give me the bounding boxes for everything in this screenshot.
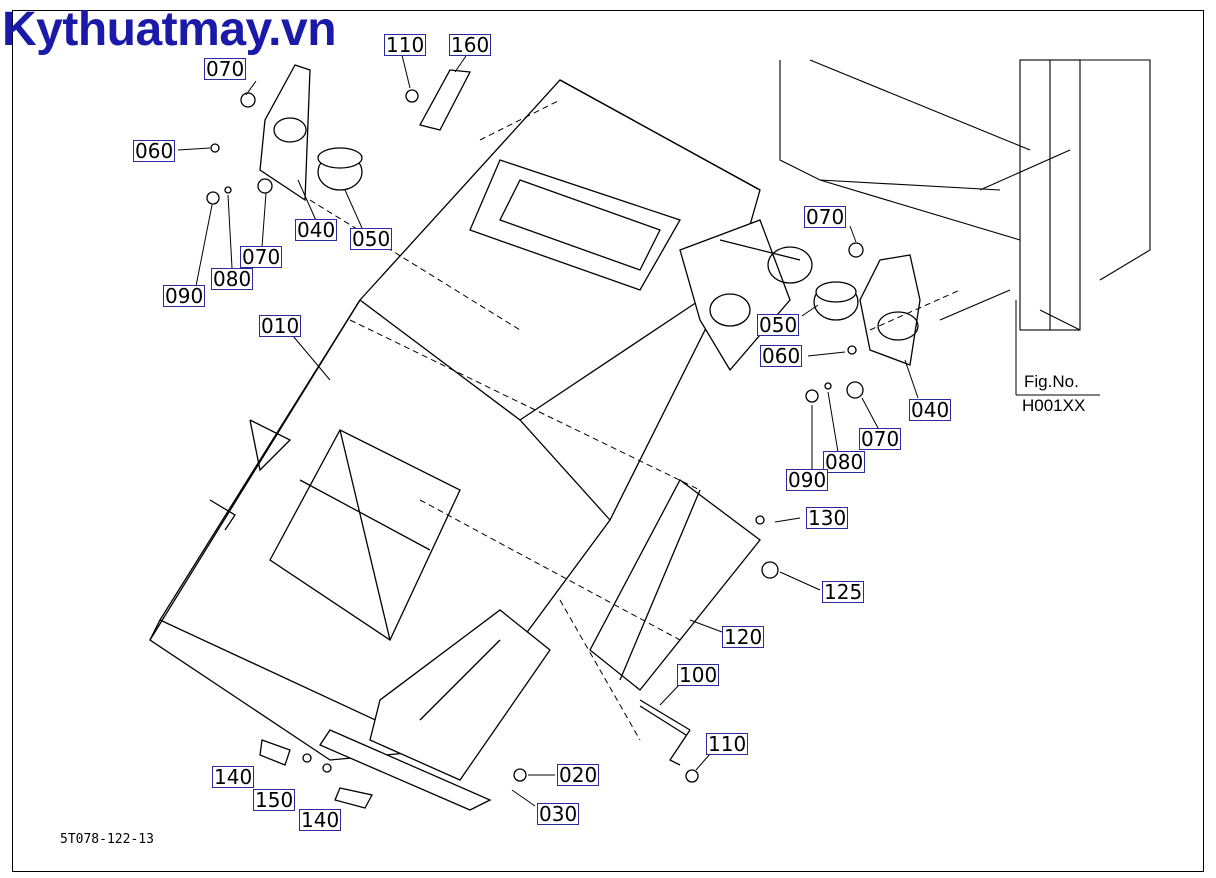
part-label-070[interactable]: 070	[804, 205, 847, 229]
part-label-040[interactable]: 040	[295, 218, 338, 242]
right-bracket-040	[813, 254, 921, 366]
part-label-130[interactable]: 130	[806, 506, 849, 530]
bottom-bracket	[319, 609, 551, 811]
leader-lines	[177, 54, 1100, 807]
part-label-110[interactable]: 110	[384, 33, 427, 57]
fasteners	[206, 92, 864, 783]
part-label-100[interactable]: 100	[677, 663, 720, 687]
background-machine	[779, 59, 1151, 331]
part-label-010[interactable]: 010	[259, 314, 302, 338]
part-label-160[interactable]: 160	[449, 33, 492, 57]
main-frame-010	[149, 79, 761, 761]
part-label-140[interactable]: 140	[212, 765, 255, 789]
fig-no-value: H001XX	[1022, 396, 1086, 415]
part-label-070[interactable]: 070	[240, 245, 283, 269]
part-label-125[interactable]: 125	[822, 580, 865, 604]
part-label-070[interactable]: 070	[859, 427, 902, 451]
part-label-110[interactable]: 110	[706, 732, 749, 756]
drawing-frame	[12, 10, 1204, 872]
clips-140	[259, 739, 373, 809]
rod-100	[639, 699, 691, 766]
part-label-120[interactable]: 120	[722, 625, 765, 649]
drawing-code: 5T078-122-13	[60, 832, 154, 847]
part-label-020[interactable]: 020	[557, 763, 600, 787]
part-label-050[interactable]: 050	[757, 313, 800, 337]
part-label-060[interactable]: 060	[760, 344, 803, 368]
part-label-060[interactable]: 060	[133, 139, 176, 163]
part-label-070[interactable]: 070	[204, 57, 247, 81]
part-label-090[interactable]: 090	[163, 284, 206, 308]
watermark: Kythuatmay.vn	[2, 3, 337, 56]
part-label-140[interactable]: 140	[299, 808, 342, 832]
part-label-050[interactable]: 050	[350, 227, 393, 251]
left-bracket-040	[259, 64, 363, 202]
part-label-090[interactable]: 090	[786, 468, 829, 492]
part-label-080[interactable]: 080	[211, 267, 254, 291]
dashed-alignment-lines	[309, 99, 961, 741]
shim-160	[405, 69, 472, 131]
right-housing	[679, 219, 813, 372]
part-label-040[interactable]: 040	[909, 398, 952, 422]
fig-no-label: Fig.No.	[1024, 372, 1079, 391]
part-label-030[interactable]: 030	[537, 802, 580, 826]
part-label-080[interactable]: 080	[823, 450, 866, 474]
cover-120	[589, 479, 761, 691]
part-label-150[interactable]: 150	[253, 788, 296, 812]
